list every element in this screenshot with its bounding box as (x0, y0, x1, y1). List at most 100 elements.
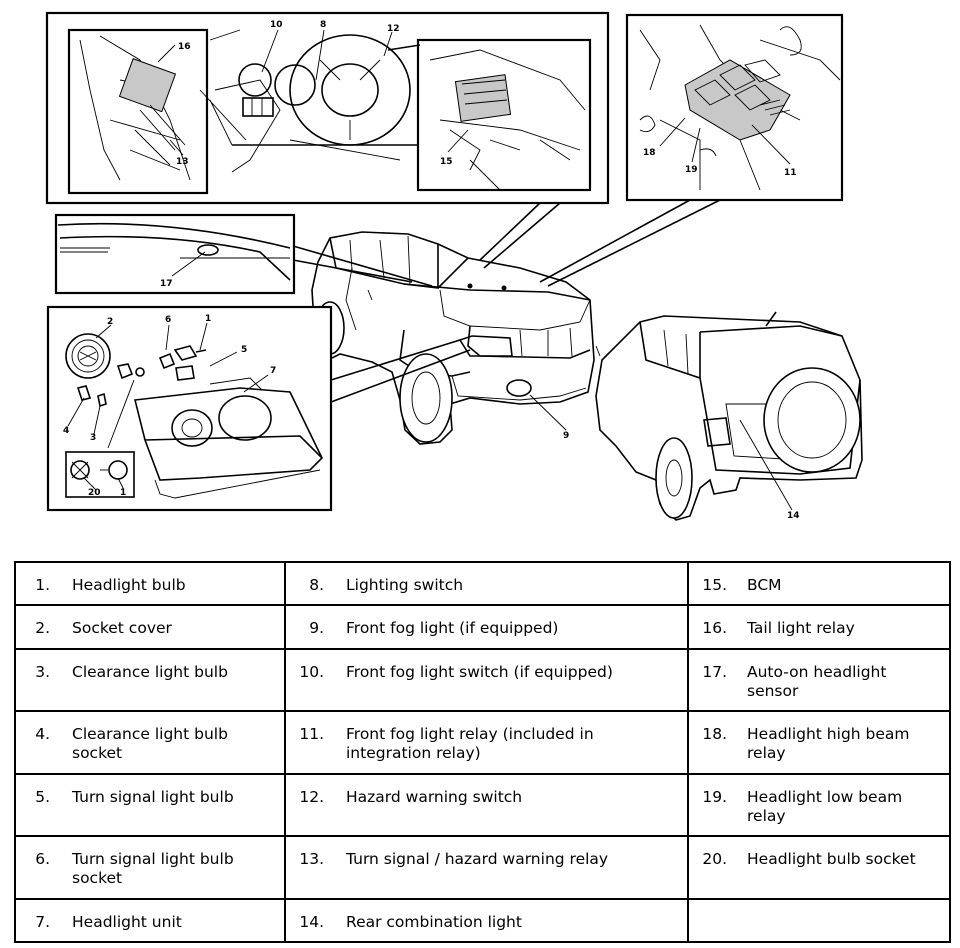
legend-cell: 7. Headlight unit (14, 898, 286, 943)
legend-cell: 12. Hazard warning switch (284, 773, 689, 837)
legend-text: Rear combination light (346, 913, 522, 931)
legend-cell: 6. Turn signal light bulb socket (14, 835, 286, 900)
callout-12: 12 (387, 24, 400, 34)
legend-cell: 14. Rear combination light (284, 898, 689, 943)
legend-cell: 3. Clearance light bulb (14, 648, 286, 712)
legend-cell: 16. Tail light relay (687, 604, 951, 650)
legend-text: Front fog light switch (if equipped) (346, 663, 613, 681)
callout-labels: 16 13 10 8 12 15 18 19 11 17 2 6 1 5 7 4… (63, 20, 800, 521)
legend-table: 1. Headlight bulb 8. Lighting switch 15. BC… (14, 561, 951, 943)
legend-number: 7. (35, 913, 50, 931)
legend-text: Headlight unit (72, 913, 182, 931)
legend-number: 4. (35, 725, 50, 743)
legend-cell: 20. Headlight bulb socket (687, 835, 951, 900)
legend-text (727, 913, 949, 941)
callout-8: 8 (320, 20, 326, 30)
legend-cell: 1. Headlight bulb (14, 561, 286, 606)
legend-text: Turn signal / hazard warning relay (346, 850, 609, 868)
callout-3: 3 (90, 433, 96, 443)
legend-cell: 4. Clearance light bulb socket (14, 710, 286, 775)
legend-number: 20. (702, 850, 727, 868)
legend-text: Tail light relay (747, 619, 855, 637)
legend-text: Headlight bulb socket (747, 850, 916, 868)
legend-number: 2. (35, 619, 50, 637)
dashboard-detail-box (45, 11, 610, 205)
legend-text: Headlight high beam relay (747, 725, 910, 762)
callout-4: 4 (63, 426, 69, 436)
legend-cell: 5. Turn signal light bulb (14, 773, 286, 837)
legend-number: 13. (299, 850, 324, 868)
legend-number: 16. (702, 619, 727, 637)
legend-cell: 2. Socket cover (14, 604, 286, 650)
legend-text: Headlight bulb (72, 576, 186, 594)
callout-14: 14 (787, 511, 800, 521)
legend-text: Auto-on headlight sensor (747, 663, 887, 700)
legend-text: Headlight low beam relay (747, 788, 903, 825)
legend-number: 9. (309, 619, 324, 637)
legend-number: 10. (299, 663, 324, 681)
callout-20: 20 (88, 488, 101, 498)
sensor-detail-box (54, 213, 296, 295)
legend-cell: 18. Headlight high beam relay (687, 710, 951, 775)
legend-text: BCM (747, 576, 782, 594)
legend-number: 12. (299, 788, 324, 806)
callout-10: 10 (270, 20, 283, 30)
legend-number: 14. (299, 913, 324, 931)
callout-18: 18 (643, 148, 656, 158)
callout-2: 2 (107, 317, 113, 327)
callout-5: 5 (241, 345, 247, 355)
legend-number: 15. (702, 576, 727, 594)
legend-number (689, 913, 727, 941)
legend-text: Socket cover (72, 619, 172, 637)
callout-19: 19 (685, 165, 698, 175)
lighting-system-diagram: 16 13 10 8 12 15 18 19 11 17 2 6 1 5 7 4… (45, 11, 863, 521)
legend-cell: 8. Lighting switch (284, 561, 689, 606)
legend-number: 11. (299, 725, 324, 743)
legend-cell: 10. Front fog light switch (if equipped) (284, 648, 689, 712)
legend-text: Turn signal light bulb socket (72, 850, 234, 887)
legend-row: 3. Clearance light bulb 10. Front fog ligh… (14, 648, 951, 712)
legend-cell: 9. Front fog light (if equipped) (284, 604, 689, 650)
legend-cell: 13. Turn signal / hazard warning relay (284, 835, 689, 900)
legend-number: 8. (309, 576, 324, 594)
legend-number: 5. (35, 788, 50, 806)
rear-vehicle-drawing (595, 311, 863, 521)
legend-row: 2. Socket cover 9. Front fog light (if equ… (14, 604, 951, 650)
legend-text: Clearance light bulb socket (72, 725, 228, 762)
leader-lines (67, 29, 793, 511)
callout-7: 7 (270, 366, 276, 376)
callout-6: 6 (165, 315, 171, 325)
legend-text: Front fog light relay (included in integ… (346, 725, 594, 762)
callout-9: 9 (563, 431, 569, 441)
relay-box-detail (625, 13, 844, 202)
legend-cell: 15. BCM (687, 561, 951, 606)
legend-text: Lighting switch (346, 576, 464, 594)
callout-11: 11 (784, 168, 797, 178)
legend-row: 4. Clearance light bulb socket 11. Front f… (14, 710, 951, 775)
legend-cell (687, 898, 951, 943)
legend-number: 6. (35, 850, 50, 868)
legend-cell: 17. Auto-on headlight sensor (687, 648, 951, 712)
legend-text: Clearance light bulb (72, 663, 228, 681)
legend-row: 5. Turn signal light bulb 12. Hazard warni… (14, 773, 951, 837)
callout-13: 13 (176, 157, 189, 167)
legend-row: 6. Turn signal light bulb socket 13. Turn … (14, 835, 951, 900)
headlight-components-box (46, 305, 333, 512)
legend-cell: 19. Headlight low beam relay (687, 773, 951, 837)
legend-number: 3. (35, 663, 50, 681)
legend-number: 1. (35, 576, 50, 594)
legend-text: Turn signal light bulb (72, 788, 234, 806)
callout-16: 16 (178, 42, 191, 52)
callout-1a: 1 (205, 314, 211, 324)
legend-number: 18. (702, 725, 727, 743)
callout-1b: 1 (120, 488, 126, 498)
legend-text: Hazard warning switch (346, 788, 523, 806)
callout-15: 15 (440, 157, 453, 167)
legend-number: 17. (702, 663, 727, 681)
legend-row: 1. Headlight bulb 8. Lighting switch 15. BC… (14, 561, 951, 606)
legend-text: Front fog light (if equipped) (346, 619, 559, 637)
legend-row: 7. Headlight unit 14. Rear combination lig… (14, 898, 951, 943)
callout-17: 17 (160, 279, 173, 289)
legend-cell: 11. Front fog light relay (included in in… (284, 710, 689, 775)
legend-number: 19. (702, 788, 727, 806)
